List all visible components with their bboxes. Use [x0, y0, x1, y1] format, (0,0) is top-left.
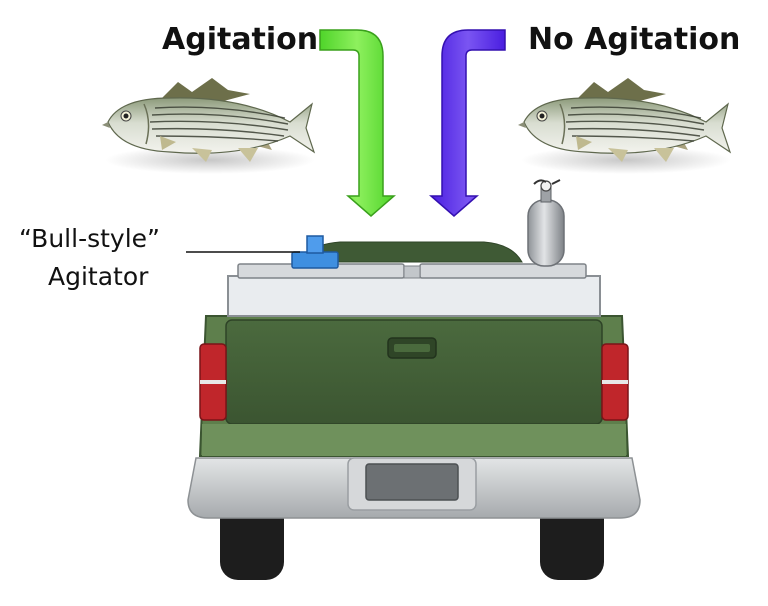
agitator-label-line2: Agitator [48, 262, 149, 291]
pickup-truck-icon [187, 241, 641, 580]
fish-left-icon [102, 78, 316, 174]
no-agitation-label: No Agitation [528, 22, 741, 57]
agitator-icon [291, 235, 339, 269]
oxygen-cylinder-icon [527, 179, 565, 267]
fish-right-icon [518, 78, 732, 174]
agitation-label: Agitation [162, 22, 319, 57]
no-agitation-arrow [428, 29, 506, 217]
agitation-arrow [319, 29, 397, 217]
agitator-label-line1: “Bull-style” [19, 224, 160, 253]
transport-tank [227, 263, 601, 317]
